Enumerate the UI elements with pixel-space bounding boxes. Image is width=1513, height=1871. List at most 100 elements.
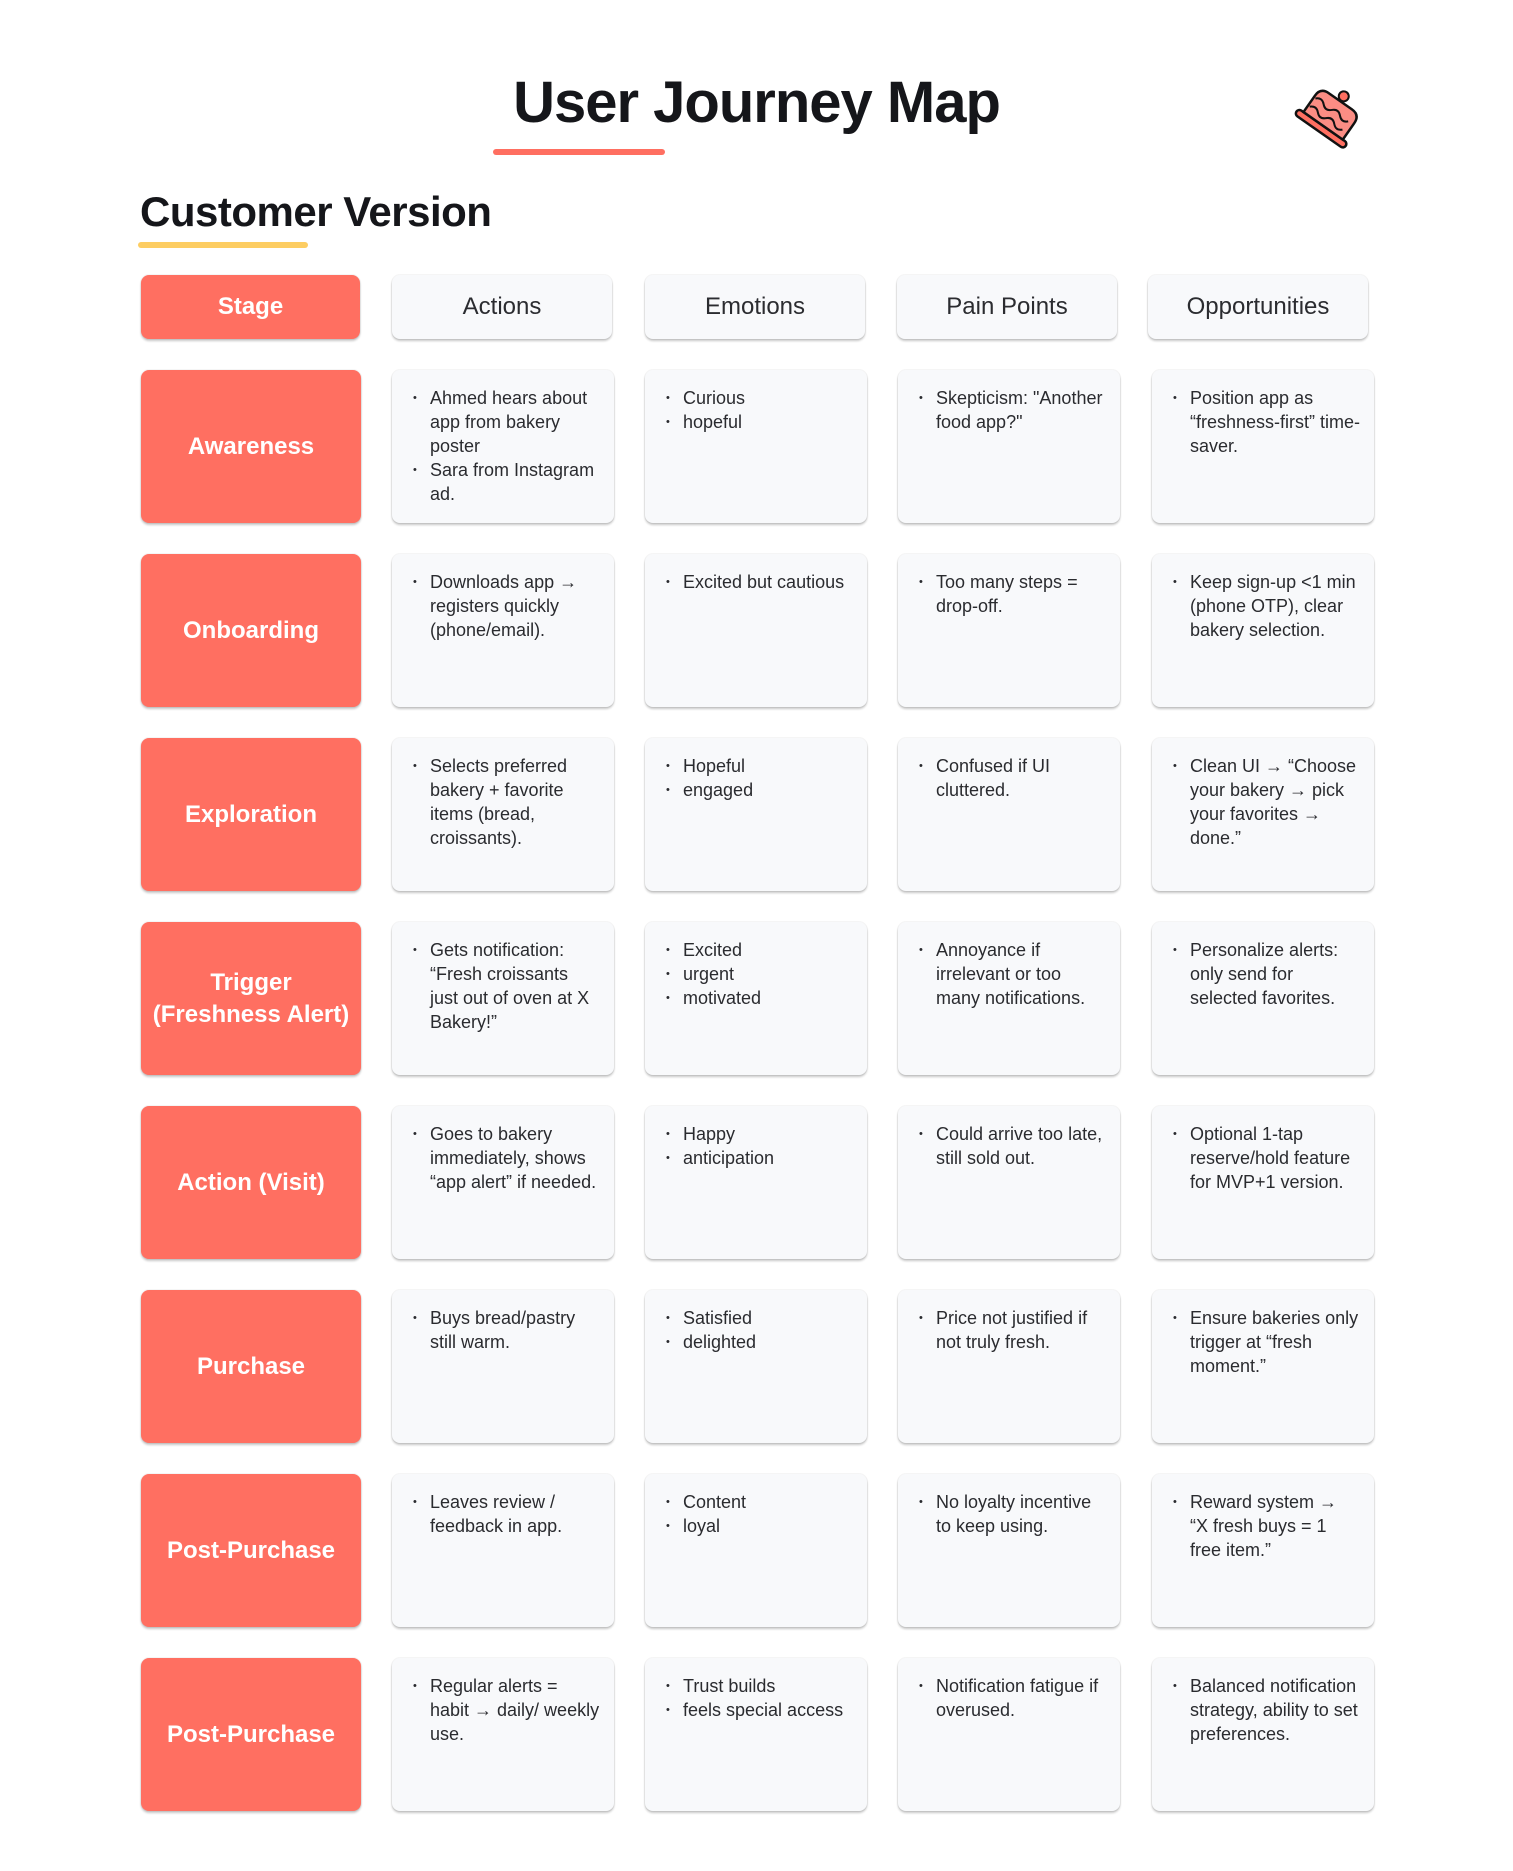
- page-title: User Journey Map: [513, 70, 1001, 135]
- bullet-list: Annoyance if irrelevant or too many noti…: [912, 938, 1106, 1010]
- pain-points-cell: Could arrive too late, still sold out.: [898, 1106, 1120, 1259]
- bullet-list: Optional 1-tap reserve/hold feature for …: [1166, 1122, 1360, 1194]
- bullet-list: Leaves review / feedback in app.: [406, 1490, 600, 1538]
- header-opportunities: Opportunities: [1148, 275, 1368, 339]
- actions-cell: Buys bread/pastry still warm.: [392, 1290, 614, 1443]
- bullet-item: Skepticism: "Another food app?": [912, 386, 1106, 434]
- opportunities-cell: Ensure bakeries only trigger at “fresh m…: [1152, 1290, 1374, 1443]
- bullet-item: engaged: [659, 778, 853, 802]
- emotions-cell: Excited but cautious: [645, 554, 867, 707]
- opportunities-cell: Balanced notification strategy, ability …: [1152, 1658, 1374, 1811]
- actions-cell: Selects preferred bakery + favorite item…: [392, 738, 614, 891]
- stage-card: Post-Purchase: [141, 1474, 361, 1627]
- bullet-item: Balanced notification strategy, ability …: [1166, 1674, 1360, 1746]
- opportunities-cell: Clean UI → “Choose your bakery → pick yo…: [1152, 738, 1374, 891]
- stage-card: Awareness: [141, 370, 361, 523]
- bullet-item: Sara from Instagram ad.: [406, 458, 600, 506]
- stage-card: Action (Visit): [141, 1106, 361, 1259]
- bullet-list: Skepticism: "Another food app?": [912, 386, 1106, 434]
- bullet-item: Notification fatigue if overused.: [912, 1674, 1106, 1722]
- emotions-cell: Trust buildsfeels special access: [645, 1658, 867, 1811]
- bullet-list: Selects preferred bakery + favorite item…: [406, 754, 600, 850]
- bullet-item: loyal: [659, 1514, 853, 1538]
- bullet-item: Selects preferred bakery + favorite item…: [406, 754, 600, 850]
- bullet-item: delighted: [659, 1330, 853, 1354]
- header-emotions: Emotions: [645, 275, 865, 339]
- emotions-cell: Content loyal: [645, 1474, 867, 1627]
- bullet-item: Annoyance if irrelevant or too many noti…: [912, 938, 1106, 1010]
- bullet-list: Buys bread/pastry still warm.: [406, 1306, 600, 1354]
- stage-card: Post-Purchase: [141, 1658, 361, 1811]
- bullet-list: Too many steps = drop-off.: [912, 570, 1106, 618]
- bullet-item: Too many steps = drop-off.: [912, 570, 1106, 618]
- bullet-list: Position app as “freshness-first” time-s…: [1166, 386, 1360, 458]
- bullet-item: motivated: [659, 986, 853, 1010]
- bullet-item: Goes to bakery immediately, shows “app a…: [406, 1122, 600, 1194]
- bullet-item: Trust builds: [659, 1674, 853, 1698]
- opportunities-cell: Reward system → “X fresh buys = 1 free i…: [1152, 1474, 1374, 1627]
- bullet-item: Buys bread/pastry still warm.: [406, 1306, 600, 1354]
- actions-cell: Gets notification: “Fresh croissants jus…: [392, 922, 614, 1075]
- opportunities-cell: Optional 1-tap reserve/hold feature for …: [1152, 1106, 1374, 1259]
- bullet-list: Gets notification: “Fresh croissants jus…: [406, 938, 600, 1034]
- bullet-list: Ahmed hears about app from bakery poster…: [406, 386, 600, 506]
- bullet-item: Price not justified if not truly fresh.: [912, 1306, 1106, 1354]
- stage-card: Exploration: [141, 738, 361, 891]
- bullet-list: Keep sign-up <1 min (phone OTP), clear b…: [1166, 570, 1360, 642]
- section-title: Customer Version: [140, 188, 492, 235]
- bullet-list: Could arrive too late, still sold out.: [912, 1122, 1106, 1170]
- pain-points-cell: Price not justified if not truly fresh.: [898, 1290, 1120, 1443]
- bullet-item: Ahmed hears about app from bakery poster: [406, 386, 600, 458]
- title-underline: [493, 149, 665, 155]
- actions-cell: Leaves review / feedback in app.: [392, 1474, 614, 1627]
- bullet-item: Could arrive too late, still sold out.: [912, 1122, 1106, 1170]
- bullet-item: urgent: [659, 962, 853, 986]
- bullet-list: Hopeful engaged: [659, 754, 853, 802]
- bullet-list: Balanced notification strategy, ability …: [1166, 1674, 1360, 1746]
- stage-card: Onboarding: [141, 554, 361, 707]
- bullet-item: Curious: [659, 386, 853, 410]
- bullet-item: Ensure bakeries only trigger at “fresh m…: [1166, 1306, 1360, 1378]
- bullet-item: Keep sign-up <1 min (phone OTP), clear b…: [1166, 570, 1360, 642]
- bullet-item: Satisfied: [659, 1306, 853, 1330]
- bullet-list: Content loyal: [659, 1490, 853, 1538]
- bullet-item: Happy: [659, 1122, 853, 1146]
- bullet-item: Regular alerts = habit → daily/ weekly u…: [406, 1674, 600, 1746]
- header-stage: Stage: [141, 275, 360, 339]
- bullet-list: Goes to bakery immediately, shows “app a…: [406, 1122, 600, 1194]
- pain-points-cell: Confused if UI cluttered.: [898, 738, 1120, 891]
- bullet-item: anticipation: [659, 1146, 853, 1170]
- emotions-cell: Satisfieddelighted: [645, 1290, 867, 1443]
- bullet-item: Personalize alerts: only send for select…: [1166, 938, 1360, 1010]
- bullet-item: Leaves review / feedback in app.: [406, 1490, 600, 1538]
- bullet-list: No loyalty incentive to keep using.: [912, 1490, 1106, 1538]
- bullet-list: Regular alerts = habit → daily/ weekly u…: [406, 1674, 600, 1746]
- bullet-item: No loyalty incentive to keep using.: [912, 1490, 1106, 1538]
- bullet-list: Price not justified if not truly fresh.: [912, 1306, 1106, 1354]
- bullet-item: Excited but cautious: [659, 570, 853, 594]
- actions-cell: Goes to bakery immediately, shows “app a…: [392, 1106, 614, 1259]
- bullet-list: Clean UI → “Choose your bakery → pick yo…: [1166, 754, 1360, 850]
- bullet-item: Optional 1-tap reserve/hold feature for …: [1166, 1122, 1360, 1194]
- bullet-list: Excited but cautious: [659, 570, 853, 594]
- bullet-item: Hopeful: [659, 754, 853, 778]
- stage-card: Trigger (Freshness Alert): [141, 922, 361, 1075]
- actions-cell: Downloads app → registers quickly (phone…: [392, 554, 614, 707]
- emotions-cell: Hopeful engaged: [645, 738, 867, 891]
- section-underline: [138, 242, 308, 248]
- actions-cell: Ahmed hears about app from bakery poster…: [392, 370, 614, 523]
- bullet-list: Excitedurgentmotivated: [659, 938, 853, 1010]
- emotions-cell: Happyanticipation: [645, 1106, 867, 1259]
- bullet-item: Content: [659, 1490, 853, 1514]
- bullet-item: Reward system → “X fresh buys = 1 free i…: [1166, 1490, 1360, 1562]
- bullet-list: Satisfieddelighted: [659, 1306, 853, 1354]
- emotions-cell: Curioushopeful: [645, 370, 867, 523]
- bullet-item: Clean UI → “Choose your bakery → pick yo…: [1166, 754, 1360, 850]
- bullet-item: feels special access: [659, 1698, 853, 1722]
- pain-points-cell: Annoyance if irrelevant or too many noti…: [898, 922, 1120, 1075]
- bullet-list: Personalize alerts: only send for select…: [1166, 938, 1360, 1010]
- bullet-item: hopeful: [659, 410, 853, 434]
- pain-points-cell: No loyalty incentive to keep using.: [898, 1474, 1120, 1627]
- bullet-list: Confused if UI cluttered.: [912, 754, 1106, 802]
- bullet-list: Ensure bakeries only trigger at “fresh m…: [1166, 1306, 1360, 1378]
